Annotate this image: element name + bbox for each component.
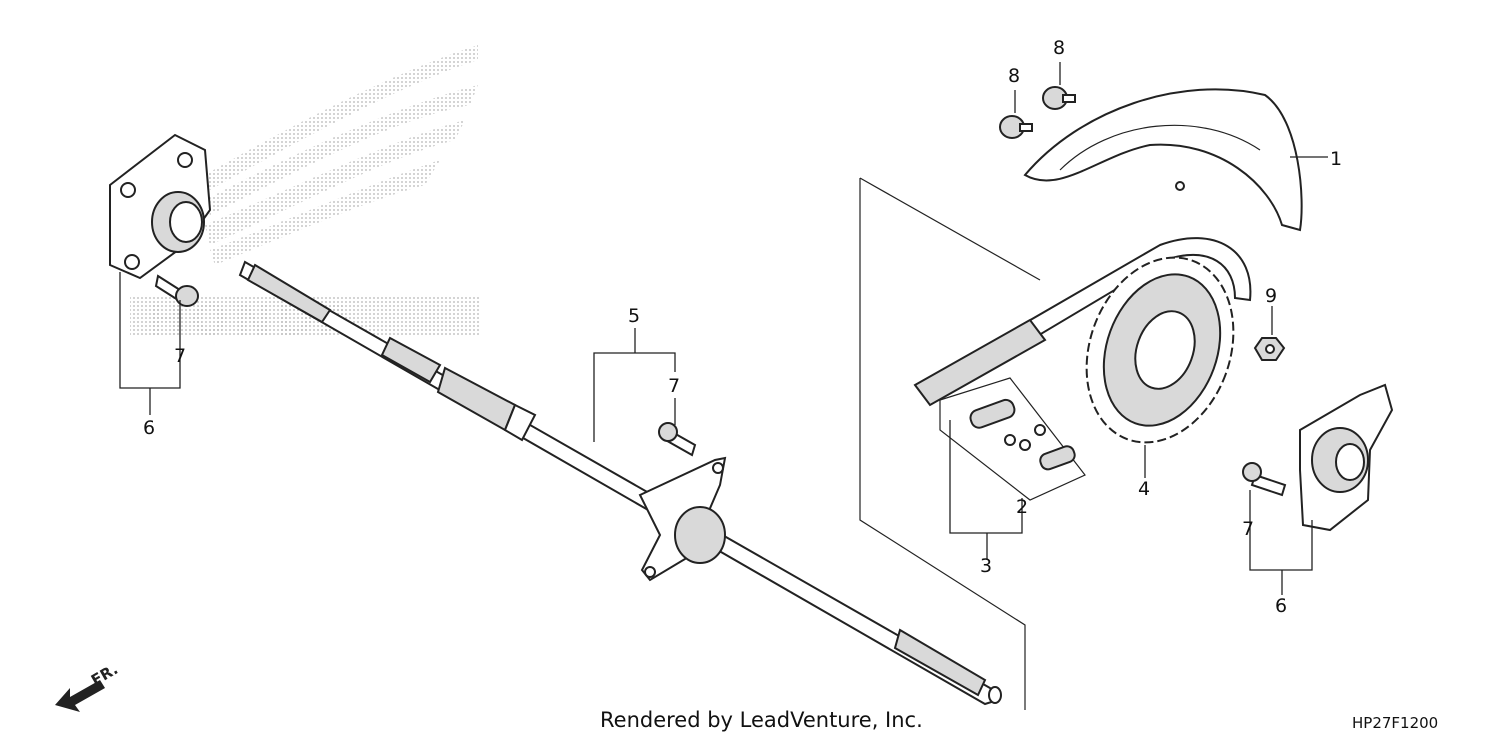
callout-1: 1 <box>1330 148 1342 170</box>
master-link-kit[interactable] <box>939 377 1086 501</box>
callout-7b: 7 <box>668 375 680 397</box>
guard-bolt-left[interactable] <box>999 115 1033 139</box>
callout-8b: 8 <box>1053 37 1065 59</box>
chain-guard[interactable] <box>1023 88 1303 232</box>
rear-sprocket[interactable] <box>1062 237 1259 463</box>
callout-2: 2 <box>1016 496 1028 518</box>
callout-7c: 7 <box>1242 518 1254 540</box>
render-credit: Rendered by LeadVenture, Inc. <box>600 708 923 732</box>
guard-bolt-right[interactable] <box>1042 86 1076 110</box>
rear-axle-shaft[interactable] <box>238 260 1002 706</box>
callout-6b: 6 <box>1275 595 1287 617</box>
callout-4: 4 <box>1138 478 1150 500</box>
callout-9: 9 <box>1265 285 1277 307</box>
sprocket-nut[interactable] <box>1253 337 1286 361</box>
left-hub-bolt[interactable] <box>154 274 199 307</box>
honda-wing-watermark: HONDA <box>130 45 480 346</box>
front-direction-arrow: FR. <box>55 660 121 712</box>
callout-8a: 8 <box>1008 65 1020 87</box>
callout-3: 3 <box>980 555 992 577</box>
leader-lines <box>119 62 1328 595</box>
callout-6a: 6 <box>143 417 155 439</box>
right-hub-bolt[interactable] <box>1242 462 1287 497</box>
right-wheel-hub[interactable] <box>1299 383 1394 532</box>
callout-7a: 7 <box>174 345 186 367</box>
drive-chain[interactable] <box>913 237 1252 407</box>
diagram-code: HP27F1200 <box>1352 714 1439 732</box>
callout-5: 5 <box>628 305 640 327</box>
axle-flange-bolt[interactable] <box>658 422 697 457</box>
left-wheel-hub[interactable] <box>109 133 212 280</box>
assembly-frame <box>859 178 1026 710</box>
